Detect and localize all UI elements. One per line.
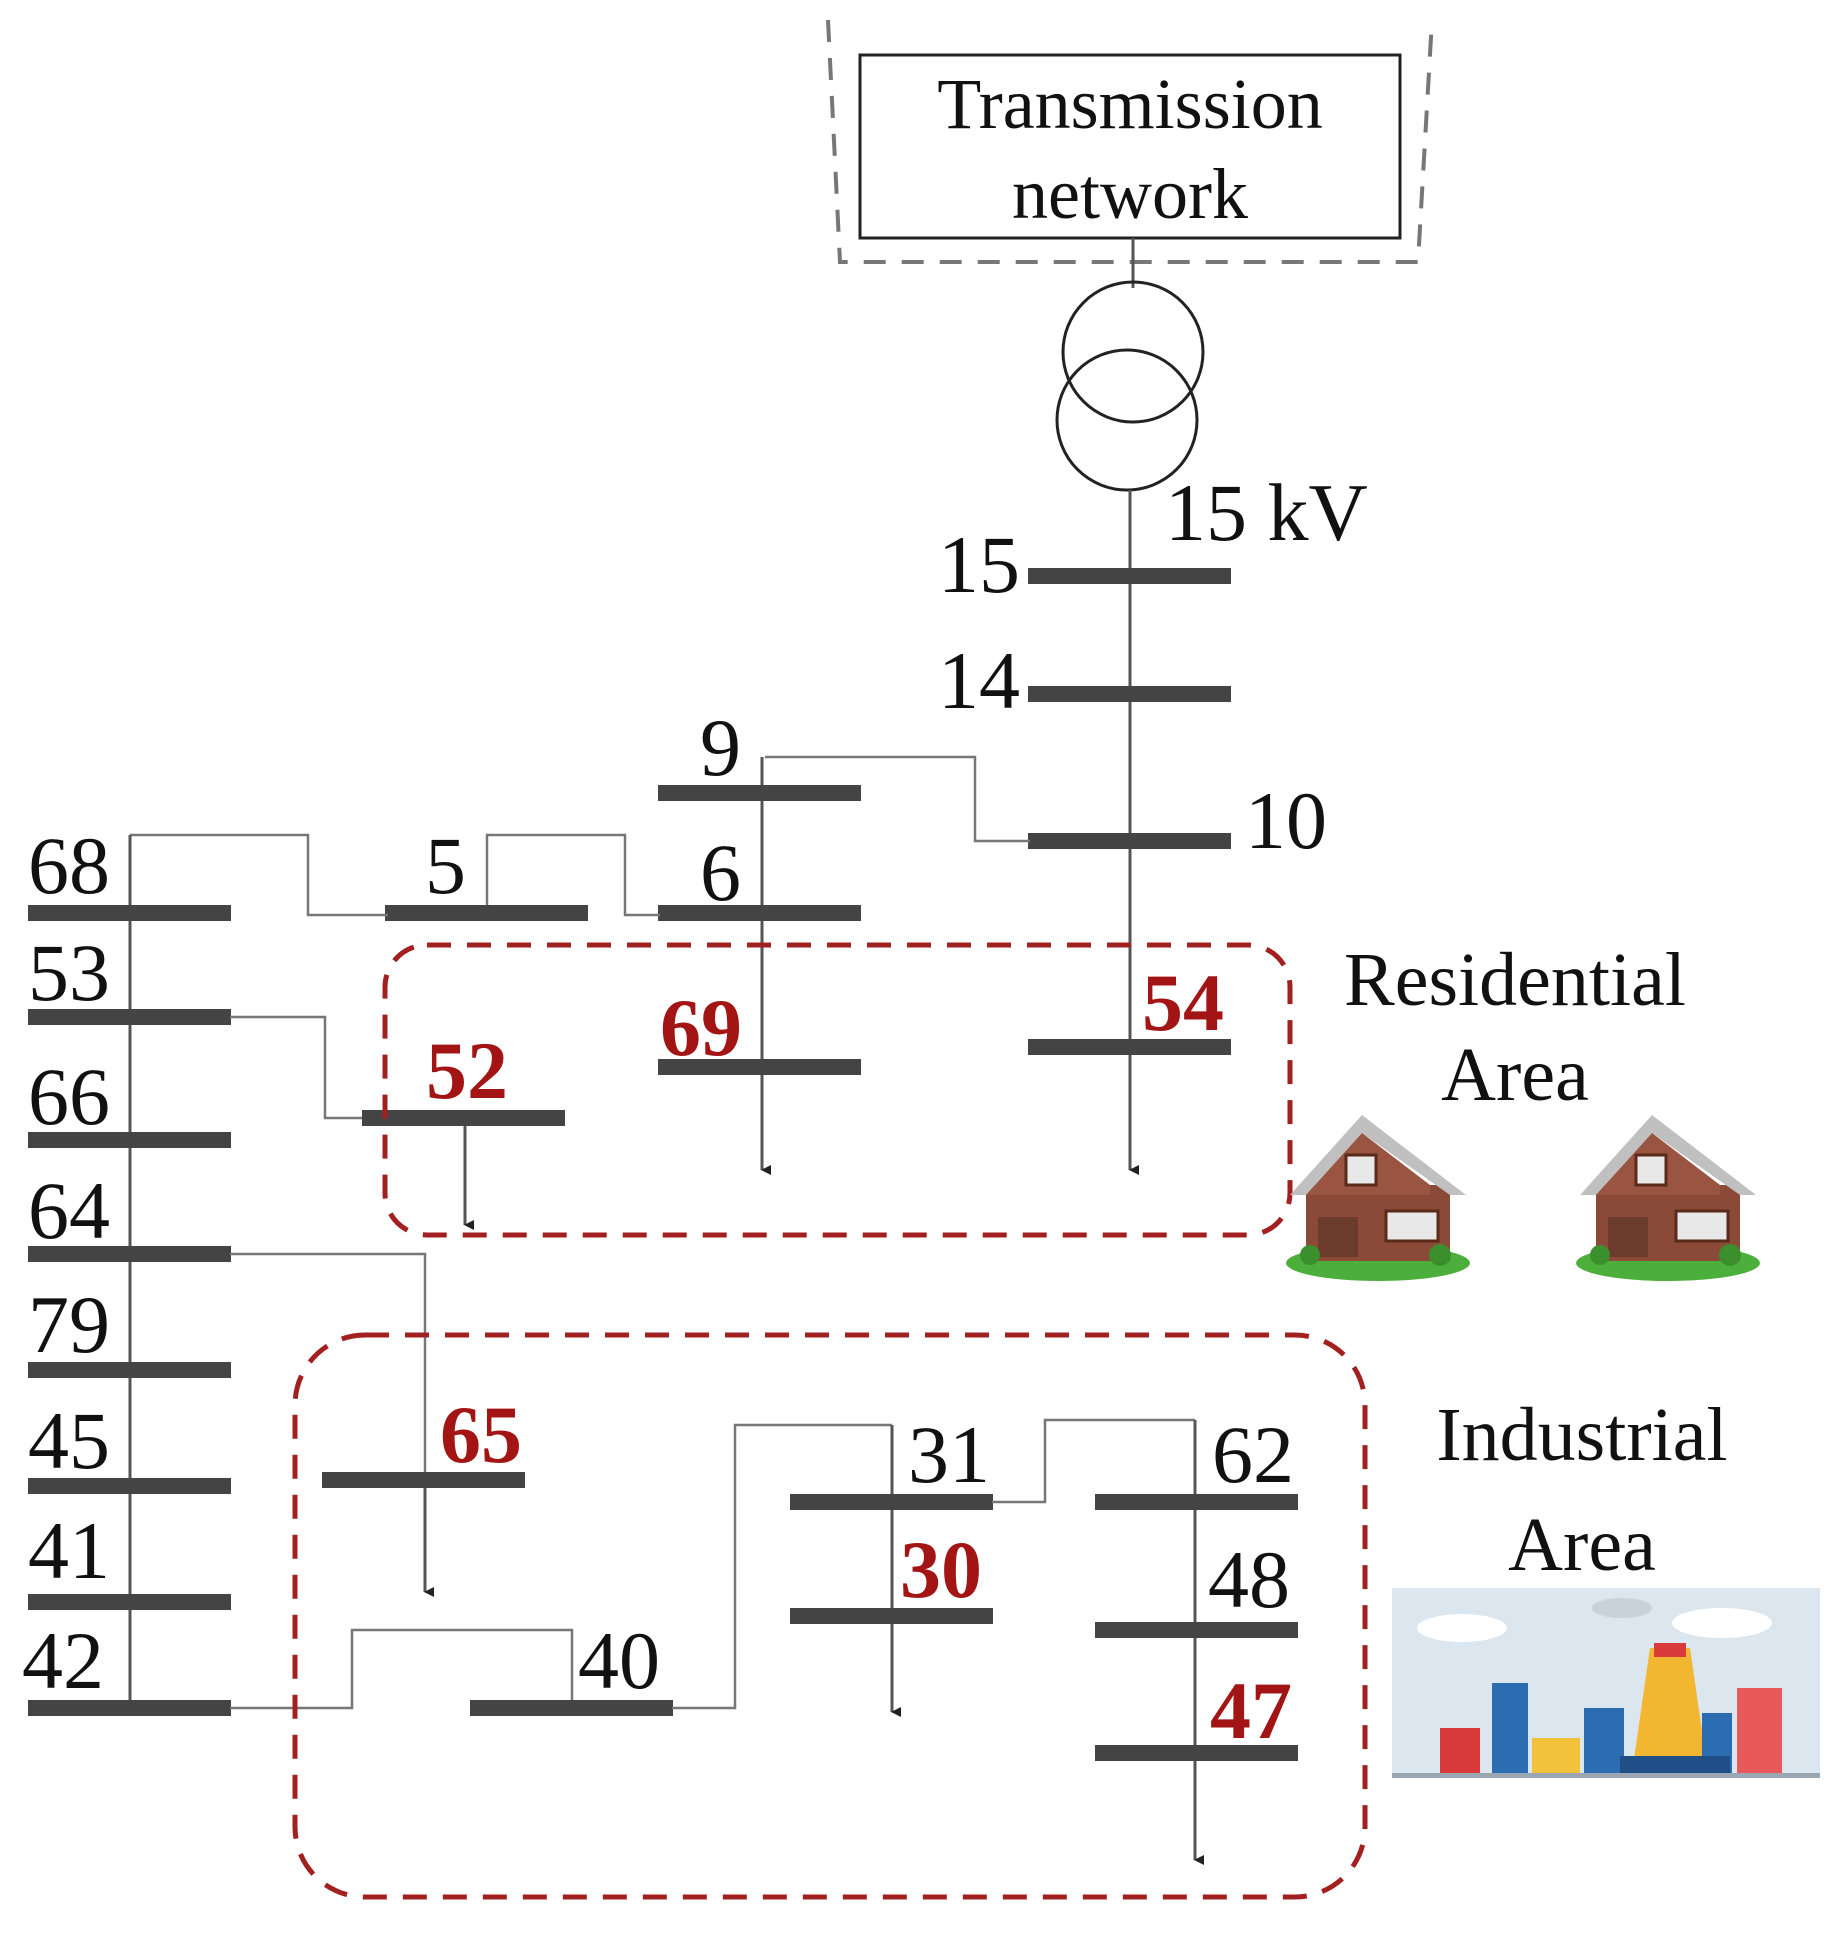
bus-14 — [1028, 686, 1231, 702]
line-42-to-40 — [230, 1628, 574, 1710]
bus-6 — [658, 905, 861, 921]
bus-42-label: 42 — [22, 1615, 104, 1706]
bus-31-label: 31 — [908, 1409, 990, 1500]
bus-30 — [790, 1608, 993, 1624]
bus-5 — [385, 905, 588, 921]
industrial-label-line2: Area — [1508, 1503, 1656, 1587]
house-icon — [1576, 1115, 1760, 1281]
bus-40 — [470, 1700, 673, 1716]
bus-53 — [28, 1009, 231, 1025]
transformer-icon — [1055, 280, 1205, 492]
bus-66 — [28, 1132, 231, 1148]
bus-9 — [658, 785, 861, 801]
bus-68 — [28, 905, 231, 921]
transmission-box — [858, 53, 1402, 240]
bus-42 — [28, 1700, 231, 1716]
industrial-area-border — [292, 1332, 1368, 1900]
bus-79 — [28, 1362, 231, 1378]
bus-48-label: 48 — [1208, 1534, 1290, 1625]
bus-47 — [1095, 1745, 1298, 1761]
bus-62 — [1095, 1494, 1298, 1510]
line-6-to-5 — [485, 833, 660, 917]
transmission-label-line2: network — [1012, 154, 1248, 234]
line-64-to-65 — [230, 1252, 427, 1582]
bus-31 — [790, 1494, 993, 1510]
bus-15 — [1028, 568, 1231, 584]
factory-city-icon — [1392, 1588, 1820, 1778]
bus-52 — [362, 1110, 565, 1126]
transmission-network-block: Transmission network — [826, 19, 1434, 264]
voltage-label: 15 kV — [1165, 467, 1368, 558]
bus-10-label: 10 — [1245, 775, 1327, 866]
bus-69-label: 69 — [660, 982, 742, 1073]
line-31-to-62 — [992, 1418, 1195, 1504]
bus-62-label: 62 — [1212, 1409, 1294, 1500]
residential-label-line2: Area — [1441, 1033, 1589, 1117]
bus-66-label: 66 — [28, 1051, 110, 1142]
bus-79-label: 79 — [28, 1279, 110, 1370]
bus-52-label: 52 — [426, 1025, 508, 1116]
bus-64 — [28, 1246, 231, 1262]
transmission-dashed-border — [826, 19, 1434, 264]
residential-label-line1: Residential — [1344, 938, 1686, 1022]
bus-45 — [28, 1478, 231, 1494]
bus-54-label: 54 — [1142, 957, 1224, 1048]
bus-10 — [1028, 833, 1231, 849]
industrial-label-line1: Industrial — [1436, 1393, 1727, 1477]
bus-41-label: 41 — [28, 1505, 110, 1596]
bus-54 — [1028, 1039, 1231, 1055]
bus-48 — [1095, 1622, 1298, 1638]
bus-65-label: 65 — [440, 1389, 522, 1480]
bus-40-label: 40 — [578, 1615, 660, 1706]
line-5-to-68 — [130, 833, 388, 917]
bus-5-label: 5 — [425, 820, 466, 911]
bus-65 — [322, 1472, 525, 1488]
bus-64-label: 64 — [28, 1165, 110, 1256]
bus-47-label: 47 — [1210, 1665, 1292, 1756]
bus-69 — [658, 1059, 861, 1075]
bus-41 — [28, 1594, 231, 1610]
bus-45-label: 45 — [28, 1395, 110, 1486]
bus-15-label: 15 — [938, 519, 1020, 610]
bus-9-label: 9 — [700, 702, 741, 793]
bus-30-label: 30 — [900, 1524, 982, 1615]
line-10-to-9 — [765, 755, 1030, 843]
bus-53-label: 53 — [28, 927, 110, 1018]
bus-68-label: 68 — [28, 820, 110, 911]
bus-6-label: 6 — [700, 827, 741, 918]
bus-14-label: 14 — [938, 635, 1020, 726]
house-icon — [1286, 1115, 1470, 1281]
line-40-to-31 — [672, 1423, 892, 1710]
residential-area-border — [382, 942, 1293, 1238]
transmission-label-line1: Transmission — [937, 64, 1322, 144]
